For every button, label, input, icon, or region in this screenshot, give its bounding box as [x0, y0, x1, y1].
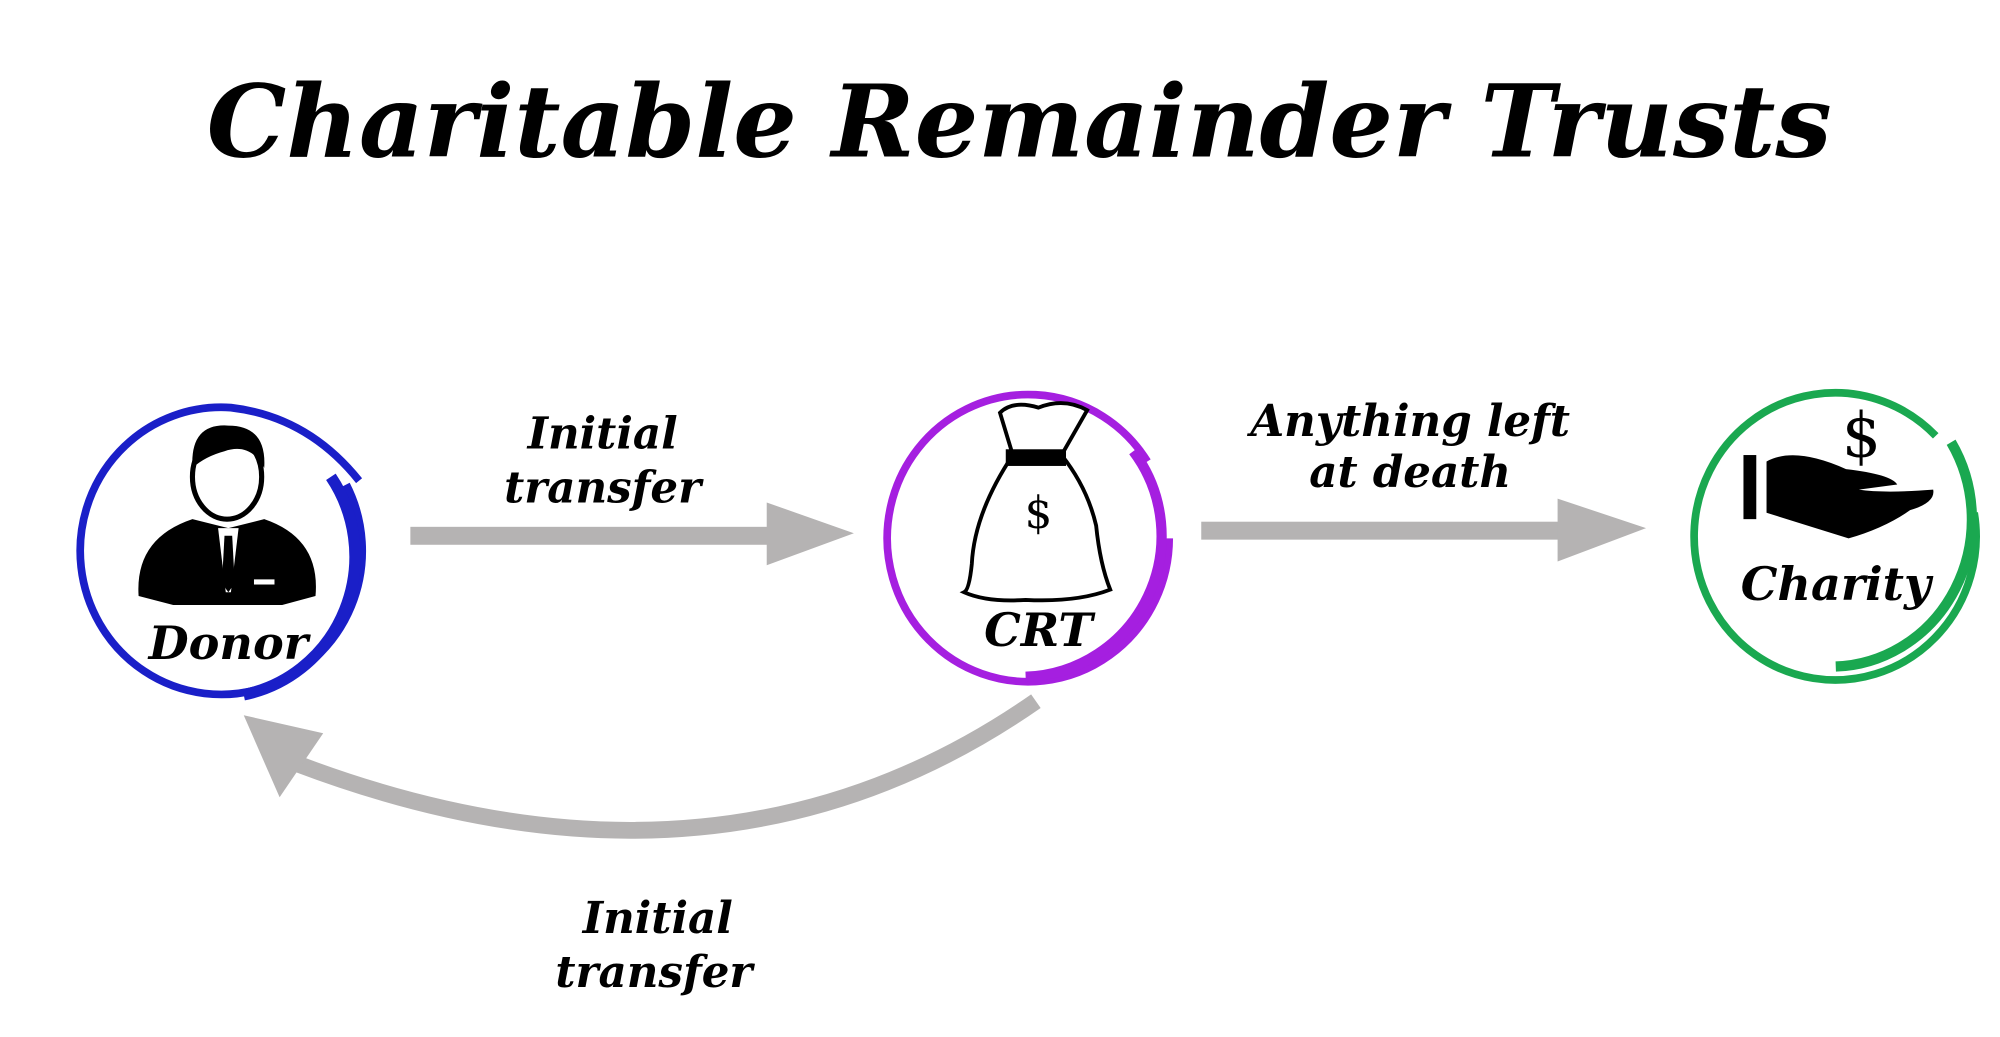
edge-label-transfer: transfer [504, 462, 704, 513]
diagram-title: Charitable Remainder Trusts [207, 62, 1832, 180]
person-icon [138, 425, 316, 606]
money-bag-icon: $ [959, 401, 1113, 603]
edge-label-initial: Initial [526, 409, 678, 460]
node-donor: Donor [76, 403, 367, 701]
arrow-donor-to-crt [410, 502, 854, 566]
bag-dollar-sign: $ [1025, 489, 1053, 539]
hand-dollar-icon: $ [1743, 399, 1934, 539]
node-charity: $ Charity [1690, 389, 1980, 684]
node-label-crt: CRT [984, 603, 1096, 657]
arrow-crt-to-donor [243, 694, 1041, 839]
arrow-crt-to-charity [1201, 498, 1647, 562]
edge-label-anything-left: Anything left [1246, 396, 1570, 447]
edge-label-transfer-return: transfer [555, 947, 755, 998]
node-label-charity: Charity [1741, 557, 1934, 611]
node-label-donor: Donor [147, 616, 312, 670]
edge-label-at-death: at death [1309, 447, 1511, 498]
node-crt: $ CRT [883, 390, 1174, 686]
edge-label-initial-return: Initial [581, 893, 733, 944]
charity-dollar-sign: $ [1842, 399, 1881, 471]
